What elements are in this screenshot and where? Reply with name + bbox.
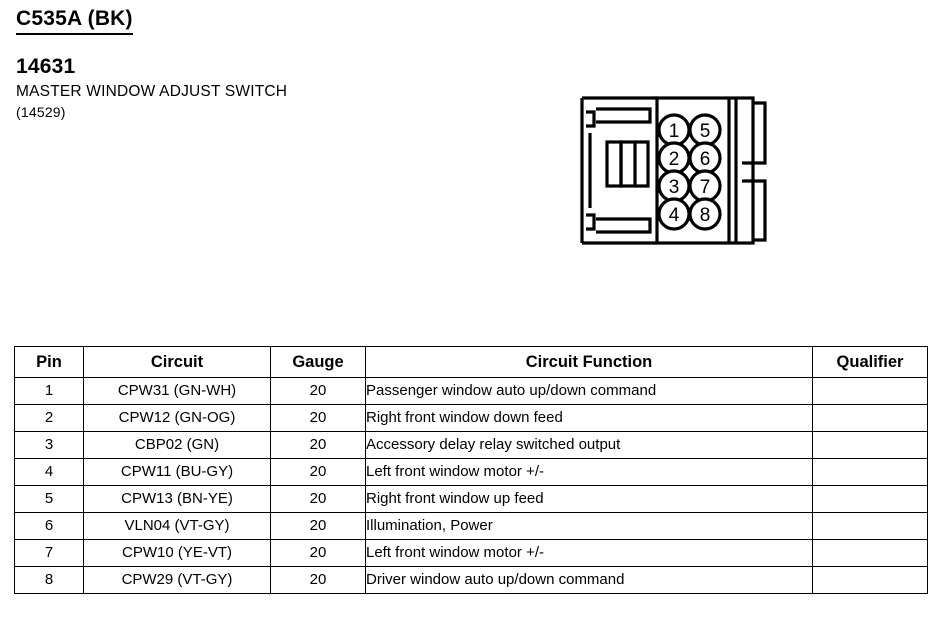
pin-number-5: 5 bbox=[700, 121, 711, 142]
table-row: 4 CPW11 (BU-GY) 20 Left front window mot… bbox=[14, 458, 928, 486]
cell-function: Right front window up feed bbox=[365, 485, 813, 513]
pin-table-body: 1 CPW31 (GN-WH) 20 Passenger window auto… bbox=[14, 377, 928, 594]
cell-circuit: VLN04 (VT-GY) bbox=[83, 512, 271, 540]
cell-function: Right front window down feed bbox=[365, 404, 813, 432]
cell-circuit: CPW29 (VT-GY) bbox=[83, 566, 271, 594]
column-header-circuit: Circuit bbox=[83, 346, 271, 378]
pin-number-3: 3 bbox=[669, 177, 680, 198]
pin-number-6: 6 bbox=[700, 149, 711, 170]
cell-pin: 8 bbox=[14, 566, 84, 594]
cell-gauge: 20 bbox=[270, 377, 366, 405]
table-row: 2 CPW12 (GN-OG) 20 Right front window do… bbox=[14, 404, 928, 432]
cell-qualifier bbox=[812, 458, 928, 486]
connector-id-title: C535A (BK) bbox=[16, 6, 133, 35]
pin-table-container: Pin Circuit Gauge Circuit Function Quali… bbox=[14, 346, 928, 594]
cell-pin: 4 bbox=[14, 458, 84, 486]
pin-cavity-group bbox=[657, 113, 722, 231]
connector-face-drawing: 1 2 3 4 5 6 7 8 bbox=[580, 96, 767, 245]
cell-gauge: 20 bbox=[270, 485, 366, 513]
cell-function: Illumination, Power bbox=[365, 512, 813, 540]
cell-circuit: CPW31 (GN-WH) bbox=[83, 377, 271, 405]
connector-header: C535A (BK) 14631 MASTER WINDOW ADJUST SW… bbox=[16, 6, 536, 121]
table-row: 6 VLN04 (VT-GY) 20 Illumination, Power bbox=[14, 512, 928, 540]
cell-pin: 5 bbox=[14, 485, 84, 513]
connector-diagram: 1 2 3 4 5 6 7 8 bbox=[570, 85, 770, 260]
cell-qualifier bbox=[812, 539, 928, 567]
pin-number-1: 1 bbox=[669, 121, 680, 142]
connector-upper-notch bbox=[586, 110, 596, 128]
pin-number-2: 2 bbox=[669, 149, 680, 170]
table-row: 5 CPW13 (BN-YE) 20 Right front window up… bbox=[14, 485, 928, 513]
cell-qualifier bbox=[812, 377, 928, 405]
column-header-function: Circuit Function bbox=[365, 346, 813, 378]
cell-circuit: CPW13 (BN-YE) bbox=[83, 485, 271, 513]
cell-pin: 2 bbox=[14, 404, 84, 432]
connector-lock-ear-bottom bbox=[742, 179, 767, 242]
cell-function: Left front window motor +/- bbox=[365, 458, 813, 486]
cell-gauge: 20 bbox=[270, 404, 366, 432]
table-row: 3 CBP02 (GN) 20 Accessory delay relay sw… bbox=[14, 431, 928, 459]
cell-pin: 3 bbox=[14, 431, 84, 459]
part-description: MASTER WINDOW ADJUST SWITCH bbox=[16, 83, 288, 100]
cell-gauge: 20 bbox=[270, 512, 366, 540]
table-row: 8 CPW29 (VT-GY) 20 Driver window auto up… bbox=[14, 566, 928, 594]
cell-gauge: 20 bbox=[270, 566, 366, 594]
connector-keying-rib-1 bbox=[605, 140, 623, 188]
pin-number-labels: 1 2 3 4 5 6 7 8 bbox=[669, 121, 711, 226]
pin-number-7: 7 bbox=[700, 177, 711, 198]
cell-gauge: 20 bbox=[270, 539, 366, 567]
cell-qualifier bbox=[812, 566, 928, 594]
cell-circuit: CBP02 (GN) bbox=[83, 431, 271, 459]
cell-qualifier bbox=[812, 431, 928, 459]
connector-keying-rib-3 bbox=[635, 140, 650, 188]
cell-qualifier bbox=[812, 404, 928, 432]
table-row: 7 CPW10 (YE-VT) 20 Left front window mot… bbox=[14, 539, 928, 567]
cell-circuit: CPW12 (GN-OG) bbox=[83, 404, 271, 432]
pin-number-8: 8 bbox=[700, 205, 711, 226]
connector-lock-ear-top bbox=[742, 101, 767, 165]
cell-function: Accessory delay relay switched output bbox=[365, 431, 813, 459]
connector-left-shell bbox=[580, 96, 657, 245]
part-alt-number: (14529) bbox=[16, 104, 66, 120]
cell-circuit: CPW11 (BU-GY) bbox=[83, 458, 271, 486]
connector-body-outline bbox=[655, 96, 755, 245]
column-header-gauge: Gauge bbox=[270, 346, 366, 378]
pin-number-4: 4 bbox=[669, 205, 680, 226]
table-row: 1 CPW31 (GN-WH) 20 Passenger window auto… bbox=[14, 377, 928, 405]
pin-table: Pin Circuit Gauge Circuit Function Quali… bbox=[14, 346, 928, 594]
cell-pin: 7 bbox=[14, 539, 84, 567]
column-header-qualifier: Qualifier bbox=[812, 346, 928, 378]
cell-gauge: 20 bbox=[270, 431, 366, 459]
cell-pin: 6 bbox=[14, 512, 84, 540]
pin-cavity-8 bbox=[688, 197, 722, 231]
connector-lower-tab bbox=[596, 217, 652, 234]
part-number: 14631 bbox=[16, 55, 76, 78]
cell-function: Driver window auto up/down command bbox=[365, 566, 813, 594]
cell-pin: 1 bbox=[14, 377, 84, 405]
cell-function: Left front window motor +/- bbox=[365, 539, 813, 567]
cell-qualifier bbox=[812, 485, 928, 513]
cell-qualifier bbox=[812, 512, 928, 540]
column-header-pin: Pin bbox=[14, 346, 84, 378]
cell-circuit: CPW10 (YE-VT) bbox=[83, 539, 271, 567]
table-header-row: Pin Circuit Gauge Circuit Function Quali… bbox=[14, 346, 928, 378]
connector-upper-tab bbox=[596, 107, 652, 124]
connector-keying-rib-2 bbox=[619, 140, 637, 188]
cell-gauge: 20 bbox=[270, 458, 366, 486]
cell-function: Passenger window auto up/down command bbox=[365, 377, 813, 405]
connector-lower-notch bbox=[586, 213, 596, 231]
